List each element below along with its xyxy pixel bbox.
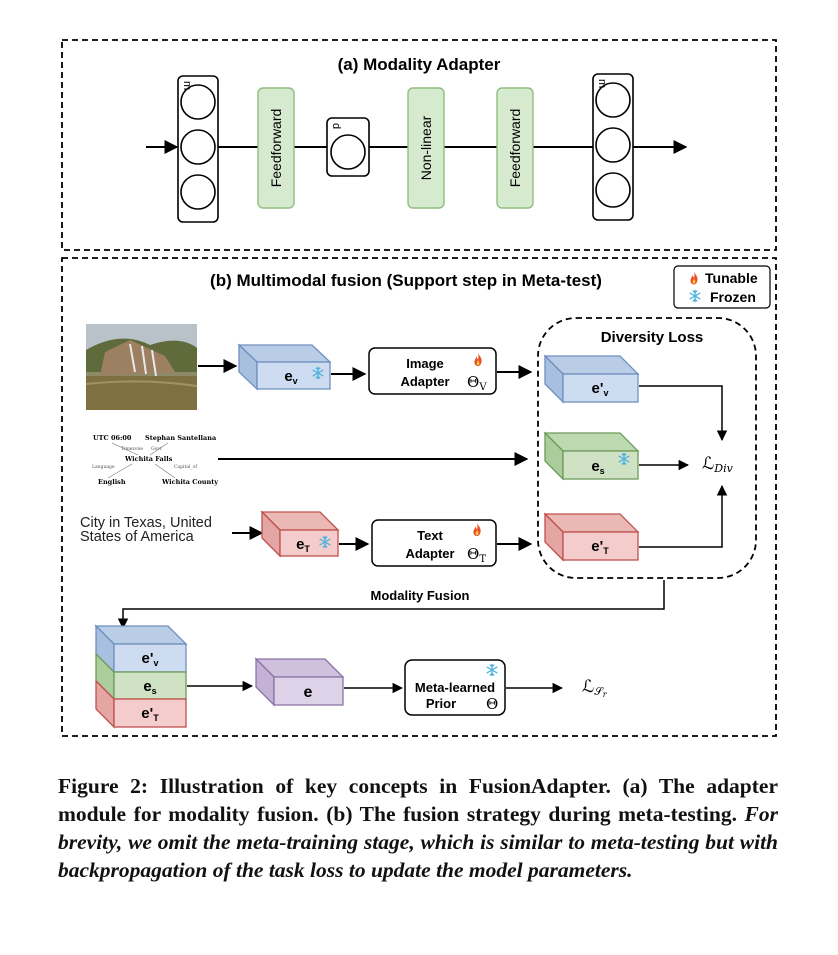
svg-text:e'v: e'v — [142, 650, 159, 668]
svg-text:es: es — [591, 458, 604, 476]
legend-tunable: Tunable — [705, 270, 758, 286]
svg-text:e'T: e'T — [591, 538, 609, 556]
feedforward-layer-1: Feedforward — [257, 87, 295, 209]
svg-text:Adapter: Adapter — [400, 374, 449, 389]
svg-text:Text: Text — [417, 528, 443, 543]
svg-text:e'v: e'v — [592, 380, 609, 398]
bottleneck-dim-label: d — [330, 123, 342, 129]
diversity-loss-title: Diversity Loss — [601, 329, 704, 346]
fused-embedding: e — [254, 657, 345, 707]
legend-frozen: Frozen — [710, 289, 756, 305]
svg-text:Feedforward: Feedforward — [507, 109, 523, 188]
modality-adapter-panel: (a) Modality Adapter m Feedforward d Non… — [61, 39, 777, 251]
caption-bold: Figure 2: Illustration of key concepts i… — [58, 774, 778, 826]
knowledge-graph: UTC 06:00 Stephan Santellana Wichita Fal… — [92, 434, 218, 486]
caption-italic: For brevity, we omit the meta-training s… — [58, 802, 778, 882]
graph-node-timezone: UTC 06:00 — [93, 434, 132, 442]
diversity-loss-symbol: ℒDiv — [702, 454, 734, 475]
adapter-panel-border — [61, 39, 777, 251]
graph-edge-language: Language — [92, 464, 115, 470]
svg-text:eT: eT — [296, 536, 310, 554]
svg-text:ΘT: ΘT — [467, 545, 486, 565]
image-embedding-ev: ev — [237, 343, 332, 391]
svg-text:ev: ev — [284, 368, 297, 386]
svg-text:Non-linear: Non-linear — [418, 115, 434, 180]
svg-text:ΘV: ΘV — [467, 373, 487, 393]
svg-text:e'T: e'T — [141, 705, 159, 723]
adapted-text-embedding: e'T — [543, 512, 640, 562]
text-adapter: Text Adapter ΘT — [371, 519, 497, 567]
input-dim-label: m — [181, 81, 193, 90]
diversity-loss-region: Diversity Loss e'v es e'T — [537, 317, 757, 579]
graph-edge-timezone: Timezone — [121, 446, 143, 452]
svg-text:e: e — [304, 684, 313, 701]
meta-learned-prior: Meta-learned Prior Θ — [404, 659, 506, 716]
graph-edge-govt: Govt — [151, 446, 162, 452]
graph-node-language: English — [98, 478, 126, 486]
graph-node-center: Wichita Falls — [124, 455, 173, 463]
figure-caption: Figure 2: Illustration of key concepts i… — [58, 772, 778, 884]
text-embedding-et: eT — [260, 510, 340, 558]
modality-fusion-label: Modality Fusion — [371, 588, 470, 603]
multimodal-fusion-panel: (b) Multimodal fusion (Support step in M… — [61, 257, 777, 737]
waterfall-photo — [85, 324, 198, 410]
svg-text:Adapter: Adapter — [405, 546, 454, 561]
output-dim-label: m — [596, 79, 608, 88]
fusion-panel-border — [61, 257, 777, 737]
svg-text:Image: Image — [406, 356, 444, 371]
svg-text:Meta-learned: Meta-learned — [415, 680, 495, 695]
adapter-title: (a) Modality Adapter — [338, 55, 501, 74]
output-vector: m — [592, 73, 634, 221]
task-loss-symbol: ℒ𝒮r — [582, 677, 608, 699]
legend: Tunable Frozen — [673, 265, 771, 309]
fusion-title: (b) Multimodal fusion (Support step in M… — [210, 271, 602, 290]
svg-text:Θ: Θ — [486, 695, 498, 713]
graph-node-county: Wichita County — [161, 478, 218, 486]
image-adapter: Image Adapter ΘV — [368, 347, 497, 395]
stacked-embeddings: e'v es e'T — [94, 624, 188, 729]
nonlinear-layer: Non-linear — [407, 87, 445, 209]
text-input-line1: City in Texas, United — [80, 515, 212, 531]
fusionadapter-diagram: (a) Modality Adapter m Feedforward d Non… — [61, 39, 777, 737]
bottleneck-vector: d — [326, 117, 370, 177]
adapted-image-embedding: e'v — [543, 354, 640, 404]
input-vector: m — [177, 75, 219, 223]
structure-embedding-es: es — [543, 431, 640, 481]
text-input-line2: States of America — [80, 529, 195, 545]
graph-node-gov: Stephan Santellana — [145, 434, 217, 442]
graph-edge-capital: Capital_of — [174, 464, 197, 470]
svg-text:es: es — [143, 678, 156, 696]
feedforward-layer-2: Feedforward — [496, 87, 534, 209]
svg-text:Prior: Prior — [426, 696, 456, 711]
svg-text:Feedforward: Feedforward — [268, 109, 284, 188]
